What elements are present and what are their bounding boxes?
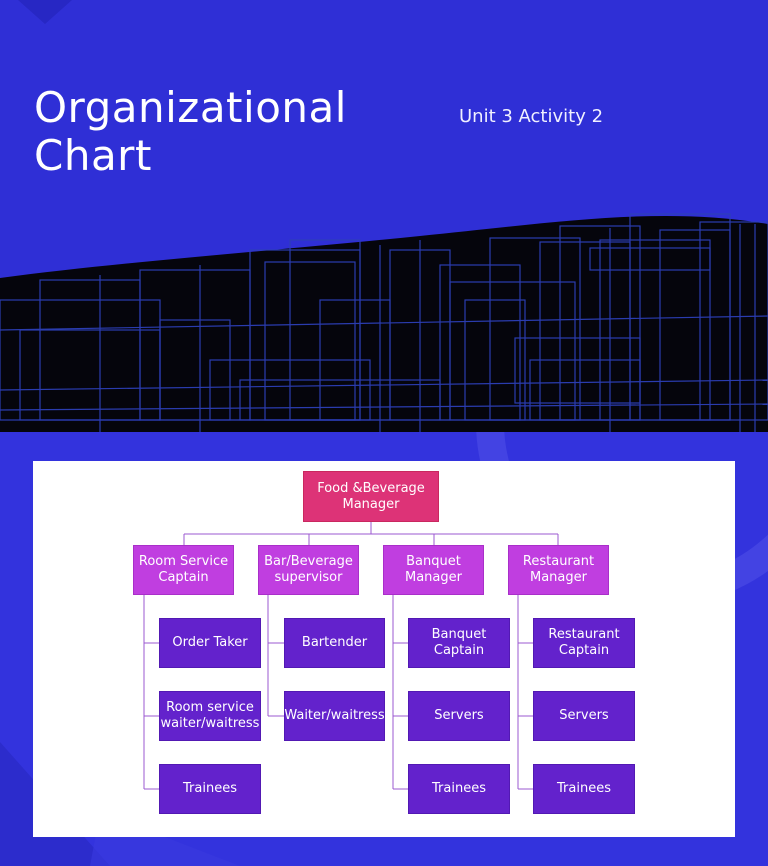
connector-lines [143, 522, 559, 790]
hero-banner: Organizational Chart Unit 3 Activity 2 [0, 0, 768, 432]
org-node-branch: Restaurant Manager [508, 545, 609, 595]
page-title: Organizational Chart [34, 83, 347, 180]
page-subtitle: Unit 3 Activity 2 [459, 106, 604, 127]
corner-decoration [18, 0, 72, 24]
org-node-branch: Bar/Beverage supervisor [258, 545, 359, 595]
org-chart-card: Food &Beverage Manager Room Service Capt… [33, 461, 735, 837]
org-node-branch: Banquet Manager [383, 545, 484, 595]
org-node-root: Food &Beverage Manager [303, 471, 439, 522]
org-node-leaf: Bartender [284, 618, 385, 668]
org-node-leaf: Servers [408, 691, 510, 741]
org-node-leaf: Order Taker [159, 618, 261, 668]
org-node-leaf: Trainees [159, 764, 261, 814]
org-node-leaf: Restaurant Captain [533, 618, 635, 668]
org-node-leaf: Waiter/waitress [284, 691, 385, 741]
org-node-leaf: Room service waiter/waitress [159, 691, 261, 741]
city-wireframe-image [0, 213, 768, 432]
org-node-leaf: Servers [533, 691, 635, 741]
org-node-leaf: Trainees [408, 764, 510, 814]
org-node-leaf: Trainees [533, 764, 635, 814]
org-node-leaf: Banquet Captain [408, 618, 510, 668]
org-node-branch: Room Service Captain [133, 545, 234, 595]
